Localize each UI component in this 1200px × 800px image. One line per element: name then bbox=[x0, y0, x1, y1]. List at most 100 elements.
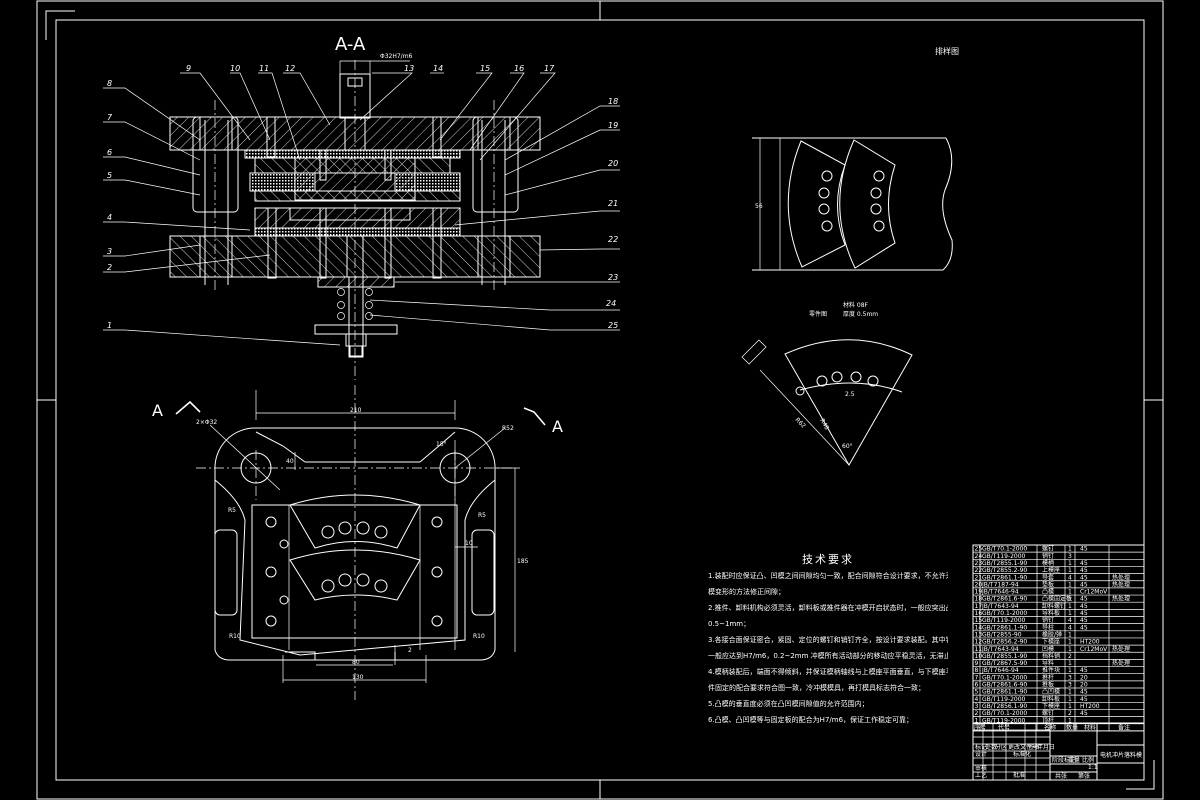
slot-shapes-upper bbox=[321, 521, 388, 539]
bom-material: 45 bbox=[1080, 624, 1088, 631]
part-no-17: 17 bbox=[544, 64, 555, 73]
bom-code: JB/T7643-94 bbox=[981, 646, 1019, 653]
bom-code: GB/T2855-90 bbox=[982, 631, 1022, 638]
tb-label-ratio: 比例 bbox=[1082, 756, 1094, 764]
layout-label: 排样图 bbox=[935, 46, 959, 56]
bom-code: GB/T2856.1-90 bbox=[982, 703, 1027, 710]
part-no-12: 12 bbox=[285, 64, 295, 73]
bom-code: JB/T7187-94 bbox=[981, 581, 1019, 588]
requirement-line: 6.凸模、凸凹模等与固定板的配合为H7/m6，保证工作稳定可靠； bbox=[708, 716, 914, 724]
bom-name: 销钉 bbox=[1042, 616, 1054, 624]
bom-code: GB/T2861.1-90 bbox=[982, 574, 1027, 581]
requirement-line: 一般应达到H7/m6，0.2~2mm 冲模所有活动部分的移动应平稳灵活，无滞止现… bbox=[708, 652, 948, 660]
bom-material: 45 bbox=[1080, 610, 1088, 617]
part-no-24: 24 bbox=[606, 299, 616, 308]
bom-seq: 19 bbox=[975, 589, 983, 596]
bom-name: 导料 bbox=[1042, 659, 1054, 667]
tb-label-weight: 重量 bbox=[1068, 756, 1080, 764]
requirement-line: 1.装配时应保证凸、凹模之间间隙均匀一致，配合间隙符合设计要求，不允许采用机加、… bbox=[708, 572, 948, 580]
bom-qty: 1 bbox=[1068, 639, 1072, 646]
part-label: 零件图 bbox=[809, 310, 827, 318]
bom-note: 热处理 bbox=[1112, 659, 1130, 667]
bom-note: 热处理 bbox=[1112, 645, 1130, 653]
bom-qty: 1 bbox=[1068, 610, 1072, 617]
bom-name: 凹模 bbox=[1042, 645, 1054, 653]
bom-code: GB/T2861.1-90 bbox=[982, 624, 1027, 631]
part-no-9: 9 bbox=[186, 64, 191, 73]
bom-code: JB/T7646-94 bbox=[981, 589, 1019, 596]
bom-qty: 1 bbox=[1068, 603, 1072, 610]
slot-shapes-lower bbox=[321, 573, 388, 593]
dim-offset: 40 bbox=[286, 458, 294, 465]
requirement-line: 件固定的配合要求符合图一致，冷冲模模具，再打模具标志符合一致； bbox=[708, 684, 925, 692]
bom-seq: 3 bbox=[975, 703, 979, 710]
bom-header-seq: 序号 bbox=[974, 723, 986, 731]
bom-note: 热处理 bbox=[1112, 573, 1130, 581]
bom-code: GB/T70.1-2000 bbox=[982, 710, 1027, 717]
part-no-22: 22 bbox=[608, 235, 618, 244]
part-no-14: 14 bbox=[433, 64, 443, 73]
requirement-line: 模变形的方法修正间隙； bbox=[708, 588, 785, 596]
bom-seq: 5 bbox=[975, 689, 979, 696]
bom-name: 上模座 bbox=[1042, 566, 1060, 574]
bom-seq: 6 bbox=[975, 682, 979, 689]
tb-label-sheet: 第张 bbox=[1078, 772, 1090, 780]
bom-code: GB/T2855.1-90 bbox=[982, 560, 1027, 567]
part-no-16: 16 bbox=[514, 64, 524, 73]
bom-note: 热处理 bbox=[1112, 595, 1130, 603]
bom-qty: 3 bbox=[1068, 682, 1072, 689]
bom-qty: 1 bbox=[1068, 689, 1072, 696]
bom-material: 45 bbox=[1080, 596, 1088, 603]
part-thickness: 厚度 0.5mm bbox=[843, 310, 878, 318]
tb-label-total: 共张 bbox=[1055, 772, 1067, 780]
bom-code: GB/T2861.6-90 bbox=[982, 596, 1027, 603]
dim-width-top: 210 bbox=[350, 407, 362, 414]
bom-header-code: 代号 bbox=[998, 723, 1010, 731]
bom-code: GB/T2856.2-90 bbox=[982, 639, 1027, 646]
part-no-19: 19 bbox=[608, 121, 618, 130]
bom-material: 45 bbox=[1080, 617, 1088, 624]
part-no-5: 5 bbox=[107, 171, 112, 180]
bom-qty: 3 bbox=[1068, 674, 1072, 681]
bom-seq: 1 bbox=[975, 717, 979, 724]
bom-code: GB/T119-2000 bbox=[982, 717, 1026, 724]
dim-bottom-inner: 80 bbox=[352, 659, 360, 666]
bom-material: 45 bbox=[1080, 581, 1088, 588]
dim-slot: 10 bbox=[465, 540, 473, 547]
requirement-line: 0.5~1mm； bbox=[708, 620, 751, 628]
bom-material: Cr12MoV bbox=[1080, 646, 1108, 653]
bom-seq: 18 bbox=[975, 596, 983, 603]
bom-seq: 10 bbox=[975, 653, 983, 660]
bom-name: 螺钉 bbox=[1042, 545, 1054, 553]
dim-fillet-right: R5 bbox=[478, 512, 486, 519]
bom-seq: 13 bbox=[975, 631, 983, 638]
bom-name: 凸模固定板 bbox=[1042, 595, 1072, 603]
bom-material: Cr12MoV bbox=[1080, 589, 1108, 596]
technical-requirements: 技术要求 1.装配时应保证凸、凹模之间间隙均匀一致，配合间隙符合设计要求，不允许… bbox=[708, 552, 948, 728]
bom-material: 45 bbox=[1080, 574, 1088, 581]
requirement-line: 3.各接合面保证密合，紧固、定位的螺钉和销钉齐全，按设计要求装配。其中销孔应修配… bbox=[708, 636, 948, 644]
bom-code: GB/T2855.1-90 bbox=[982, 653, 1027, 660]
bom-note: 热处理 bbox=[1112, 580, 1130, 588]
bom-seq: 11 bbox=[975, 646, 983, 653]
bom-qty: 4 bbox=[1068, 574, 1072, 581]
dim-step: 2 bbox=[408, 647, 412, 654]
bom-code: JB/T7643-94 bbox=[981, 603, 1019, 610]
part-no-25: 25 bbox=[608, 321, 618, 330]
bom-qty: 1 bbox=[1068, 667, 1072, 674]
dim-part-angle: 60° bbox=[842, 443, 853, 450]
bom-name: 凸模 bbox=[1042, 588, 1054, 596]
part-no-4: 4 bbox=[107, 213, 112, 222]
